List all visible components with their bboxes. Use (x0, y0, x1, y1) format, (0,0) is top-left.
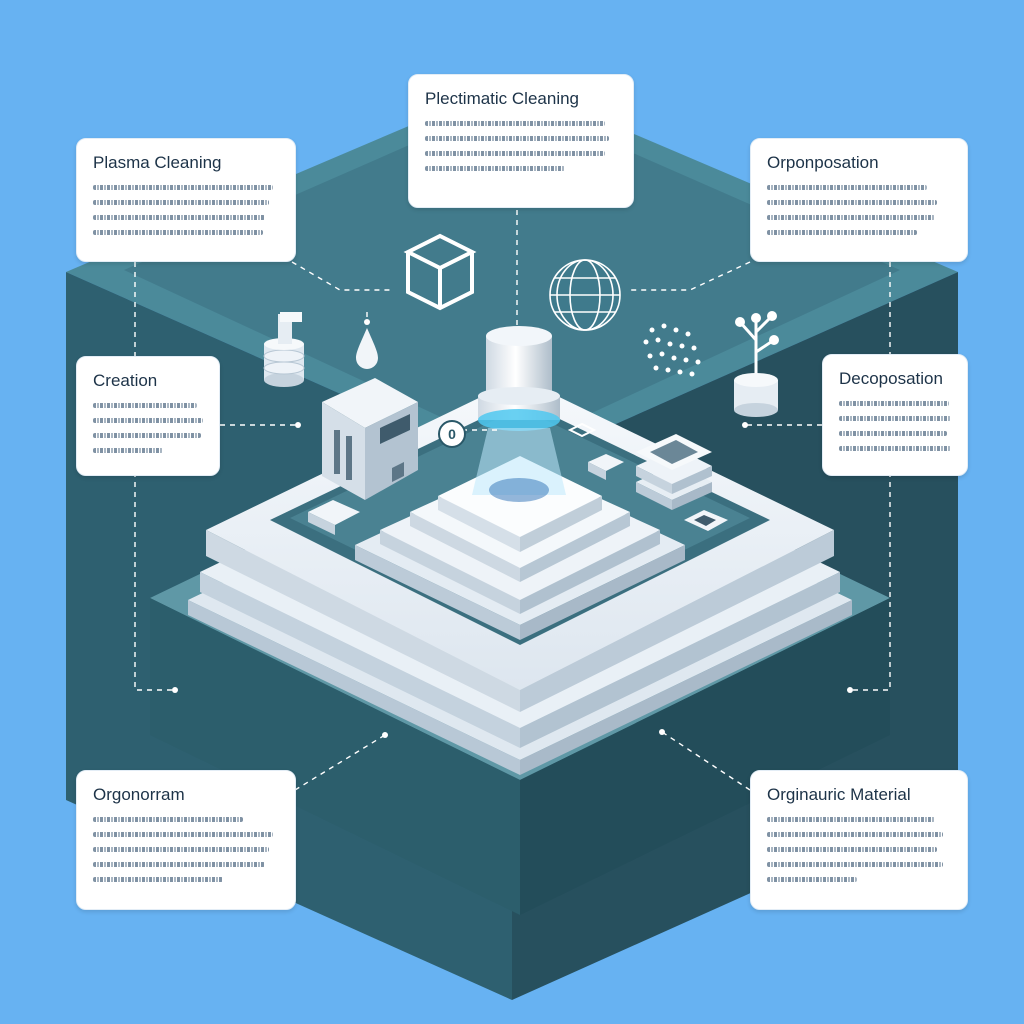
plasma-spray (472, 428, 566, 495)
water-drop-icon (356, 328, 378, 369)
stacked-box (636, 434, 712, 510)
callout-creation: Creation (76, 356, 220, 476)
base-left (150, 598, 520, 915)
wireframe-cube-icon (403, 233, 477, 311)
building-block (322, 378, 418, 500)
diamond-marker-icon (567, 422, 597, 438)
grid-sphere-icon (549, 259, 621, 331)
callout-title: Orginauric Material (767, 785, 911, 804)
callout-decoposation: Decoposation (822, 354, 968, 476)
callout-title: Decoposation (839, 369, 943, 388)
plasma-nozzle (472, 326, 566, 502)
tray-tiles (308, 454, 728, 535)
valve-stack-icon (263, 312, 305, 387)
callout-title: Orponposation (767, 153, 879, 172)
process-chip-label: 0 (448, 426, 456, 442)
stepped-pyramid (355, 456, 685, 640)
base-right (520, 598, 890, 915)
process-chip: 0 (438, 420, 466, 448)
sapling-pot-icon (734, 311, 779, 417)
callout-plectimatic-cleaning: Plectimatic Cleaning (408, 74, 634, 208)
callout-orponposation: Orponposation (750, 138, 968, 262)
callout-orginauric-material: Orginauric Material (750, 770, 968, 910)
callout-title: Plasma Cleaning (93, 153, 222, 172)
callout-title: Orgonorram (93, 785, 185, 804)
connector-nodes (172, 319, 853, 738)
callout-plasma-cleaning: Plasma Cleaning (76, 138, 296, 262)
particle-cluster-icon (643, 323, 701, 377)
callout-title: Plectimatic Cleaning (425, 89, 580, 108)
callout-title: Creation (93, 371, 158, 390)
floating-icons (263, 233, 779, 417)
hex-inner-back (124, 100, 900, 450)
callout-orgonorram: Orgonorram (76, 770, 296, 910)
